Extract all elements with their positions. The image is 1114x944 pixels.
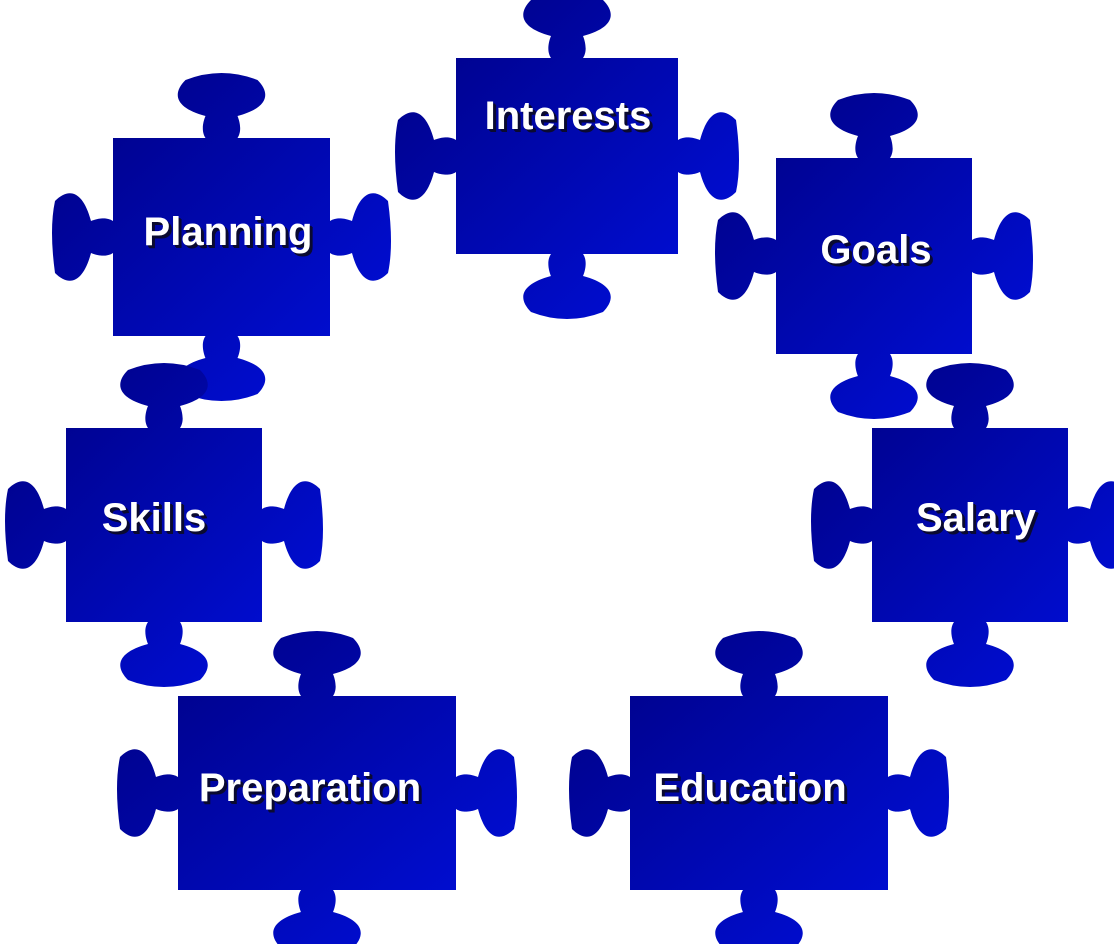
puzzle-piece-salary-path: [811, 363, 1114, 687]
piece-label-goals: Goals: [820, 228, 932, 272]
puzzle-piece-interests-path: [395, 0, 739, 319]
piece-label-salary: Salary: [915, 496, 1037, 540]
puzzle-piece-preparation-path: [117, 631, 517, 944]
piece-label-preparation: Preparation: [198, 766, 422, 810]
piece-label-planning: Planning: [143, 210, 313, 254]
piece-label-education: Education: [653, 766, 847, 810]
piece-label-interests: Interests: [484, 94, 652, 138]
puzzle-piece-planning-path: [52, 73, 391, 401]
puzzle-piece-goals-path: [715, 93, 1033, 419]
puzzle-piece-education-path: [569, 631, 949, 944]
piece-label-skills: Skills: [101, 496, 207, 540]
puzzle-piece-skills-path: [5, 363, 323, 687]
